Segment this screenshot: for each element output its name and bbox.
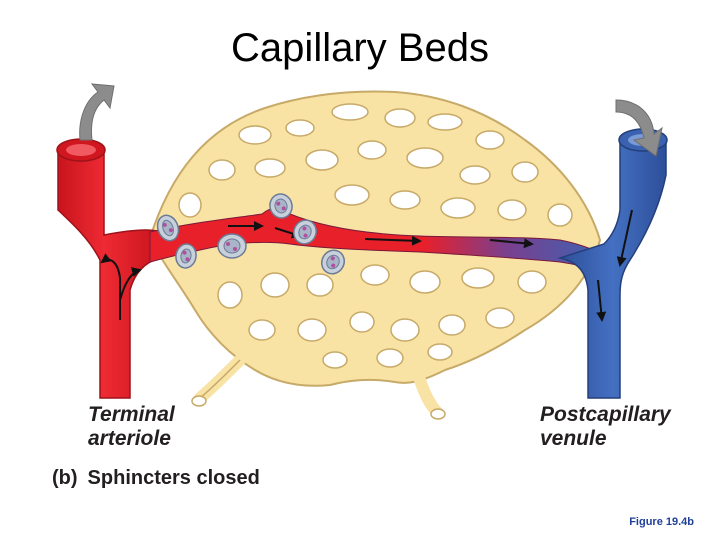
postcapillary-venule-label-line2: venule	[540, 427, 607, 450]
terminal-arteriole-label-line1: Terminal	[88, 403, 175, 426]
postcapillary-venule	[557, 128, 668, 399]
postcapillary-venule-label-line1: Postcapillary	[540, 403, 671, 426]
sphincter	[293, 219, 317, 245]
venule-flow-arrow-2	[596, 279, 607, 322]
terminal-arteriole-label: Terminal arteriole	[88, 403, 175, 451]
sphincter	[156, 214, 180, 242]
channel-flow-arrow-4	[489, 238, 534, 249]
figure-reference: Figure 19.4b	[629, 516, 694, 528]
precapillary-sphincters	[156, 193, 346, 275]
capillary-end-right	[414, 374, 443, 418]
terminal-arteriole-label-line2: arteriole	[88, 427, 171, 450]
venule-flow-arrow-1	[616, 209, 633, 267]
arteriole-outflow-arrow	[79, 83, 115, 141]
sphincter	[320, 249, 346, 275]
slide-title: Capillary Beds	[231, 26, 489, 70]
caption-part-letter: (b)	[52, 467, 78, 489]
venule-inflow-arrow	[615, 99, 663, 157]
sphincter	[175, 243, 197, 269]
capillary-holes	[178, 103, 573, 369]
sphincter	[217, 233, 247, 259]
terminal-arteriole	[56, 138, 161, 399]
sphincter	[269, 193, 293, 219]
postcapillary-venule-label: Postcapillary venule	[540, 403, 671, 451]
arteriole-flow-arrow	[100, 253, 121, 320]
caption-text: Sphincters closed	[87, 467, 260, 489]
channel-flow-arrow-3	[364, 235, 422, 246]
figure-caption: (b) Sphincters closed	[52, 465, 260, 491]
